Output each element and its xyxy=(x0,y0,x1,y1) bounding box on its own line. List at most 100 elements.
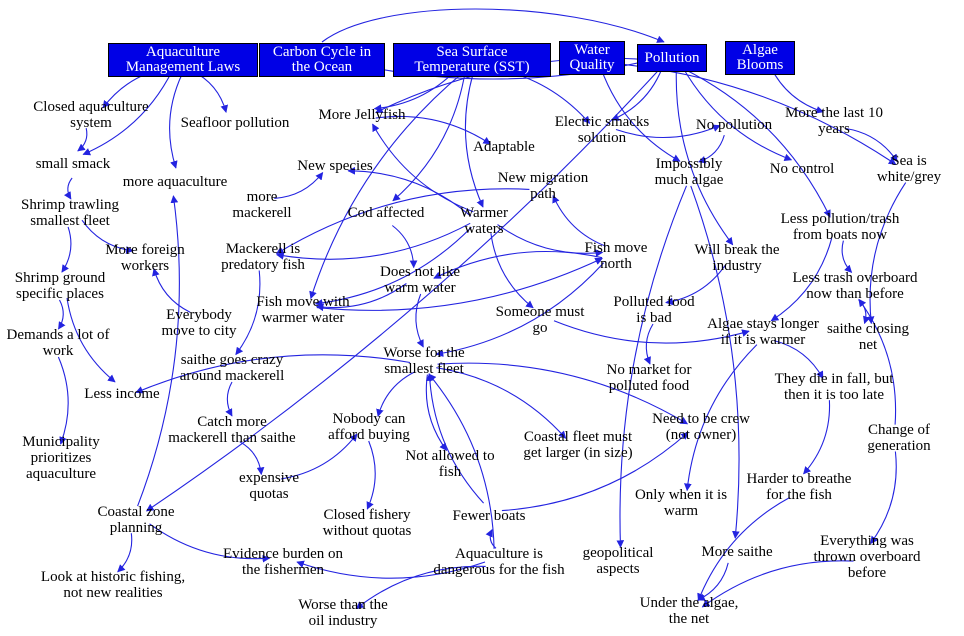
node-more-jellyfish: More Jellyfish xyxy=(318,107,406,123)
edge-aml-to-smallsmack xyxy=(82,69,174,156)
edge-impossibly-to-geopol xyxy=(616,185,688,548)
node-under-algae-net: Under the algae, the net xyxy=(639,595,739,627)
hub-aquaculture-management-laws: Aquaculture Management Laws xyxy=(108,43,258,77)
node-more-foreign-workers: More foreign workers xyxy=(105,242,185,274)
node-will-break-industry: Will break the industry xyxy=(694,242,780,274)
edge-lesspoll-to-algaelonger xyxy=(770,238,833,322)
node-no-market-polluted-food: No market for polluted food xyxy=(606,362,692,394)
node-algae-stays-longer: Algae stays longer if it is warmer xyxy=(707,316,819,348)
edge-fishwarmer-to-fishnorth xyxy=(316,257,603,311)
node-sea-white-grey: Sea is white/grey xyxy=(876,153,942,185)
node-more-aquaculture: more aquaculture xyxy=(122,174,228,190)
edge-moremack-to-newspecies xyxy=(274,171,324,199)
edge-jellyfish-to-adaptable xyxy=(375,115,491,145)
edge-carbon-arc xyxy=(321,8,665,43)
node-adaptable: Adaptable xyxy=(473,139,535,155)
node-mackerell-predatory: Mackerell is predatory fish xyxy=(221,241,305,273)
node-only-when-warm: Only when it is warm xyxy=(634,487,728,519)
node-saithe-crazy: saithe goes crazy around mackerell xyxy=(179,352,285,384)
node-coastal-fleet-larger: Coastal fleet must get larger (in size) xyxy=(523,429,633,461)
edge-pollution-to-nocontrol xyxy=(682,66,793,162)
edge-change-to-lesstrash xyxy=(858,298,897,425)
edge-fewer-to-needcrew xyxy=(501,431,689,512)
node-closed-aquaculture-system: Closed aquaculture system xyxy=(33,99,149,131)
hub-pollution: Pollution xyxy=(637,44,707,72)
node-municipality: Municipality prioritizes aquaculture xyxy=(22,434,100,482)
edge-warmer-to-newspecies xyxy=(347,166,472,217)
edge-codaff-to-notlike xyxy=(391,225,418,269)
edge-pollfood-to-nomarket xyxy=(643,323,654,365)
node-aquaculture-dangerous: Aquaculture is dangerous for the fish xyxy=(433,546,565,578)
edge-coastalzone-to-lookhist xyxy=(117,533,133,573)
node-look-historic-fishing: Look at historic fishing, not new realit… xyxy=(40,569,186,601)
node-more-mackerell: more mackerell xyxy=(232,189,292,221)
node-more-saithe: More saithe xyxy=(701,544,773,560)
node-less-income: Less income xyxy=(84,386,160,402)
edge-aqdanger-to-fewer xyxy=(485,528,497,549)
node-more-last-10-years: More the last 10 years xyxy=(785,105,883,137)
edge-worse-to-nobody xyxy=(376,371,416,417)
hub-sea-surface-temperature: Sea Surface Temperature (SST) xyxy=(393,43,551,77)
node-shrimp-ground: Shrimp ground specific places xyxy=(14,270,106,302)
edge-fewer-to-worse xyxy=(425,373,485,504)
hub-algae-blooms: Algae Blooms xyxy=(725,41,795,75)
edge-shrimpground-to-demands xyxy=(58,299,66,330)
edge-worse-to-needcrew xyxy=(437,362,689,425)
node-worse-smallest-fleet: Worse for the smallest fleet xyxy=(383,345,465,377)
node-electric-smacks-solution: Electric smacks solution xyxy=(554,114,650,146)
node-everybody-move-to-city: Everybody move to city xyxy=(161,307,237,339)
node-not-allowed-fish: Not allowed to fish xyxy=(405,448,495,480)
node-does-not-like-warm-water: Does not like warm water xyxy=(380,264,460,296)
edge-demands-to-municipality xyxy=(57,356,69,445)
edge-worse-to-lessincome xyxy=(135,354,411,394)
node-coastal-zone-planning: Coastal zone planning xyxy=(97,504,175,536)
node-catch-more-mackerell: Catch more mackerell than saithe xyxy=(168,414,296,446)
node-new-species: New species xyxy=(297,158,373,174)
node-less-pollution-trash: Less pollution/trash from boats now xyxy=(780,211,900,243)
edge-expensive-to-nobody xyxy=(281,433,358,480)
node-demands-work: Demands a lot of work xyxy=(6,327,110,359)
node-harder-breathe: Harder to breathe for the fish xyxy=(746,471,852,503)
edge-everybody-to-foreign xyxy=(152,268,191,313)
node-worse-than-oil: Worse than the oil industry xyxy=(298,597,388,629)
node-impossibly-much-algae: Impossibly much algae xyxy=(654,156,724,188)
node-cod-affected: Cod affected xyxy=(347,205,425,221)
edge-aqdanger-to-worse xyxy=(428,373,495,549)
edge-smallsmack-to-shrimptrawl xyxy=(63,177,73,200)
hub-carbon-cycle: Carbon Cycle in the Ocean xyxy=(259,43,385,77)
edge-coastalzone-to-moreaq xyxy=(137,195,180,507)
edge-nopoll-to-impossibly xyxy=(697,134,725,164)
edge-pollution-to-electric xyxy=(611,67,663,121)
node-fewer-boats: Fewer boats xyxy=(452,508,526,524)
node-no-control: No control xyxy=(769,161,835,177)
edge-someone-to-algaelonger xyxy=(553,320,750,344)
node-nobody-afford: Nobody can afford buying xyxy=(328,411,410,443)
edge-warmer-to-fishnorth xyxy=(497,224,604,257)
edge-newmig-to-mackpred xyxy=(275,188,530,255)
node-polluted-food-bad: Polluted food is bad xyxy=(613,294,695,326)
edge-warmer-to-someone xyxy=(490,233,534,309)
edge-sst-to-warmer xyxy=(464,73,484,208)
node-closed-fishery: Closed fishery without quotas xyxy=(322,507,412,539)
edge-pollution-to-willbreak xyxy=(675,71,734,246)
edge-catchmore-to-expensive xyxy=(239,441,265,476)
edge-more10-to-seawhite xyxy=(845,127,898,163)
edge-shrimptrawl-to-shrimpground xyxy=(61,226,72,273)
edge-notlike-to-worse xyxy=(415,293,424,348)
edge-change-to-everything xyxy=(870,451,897,545)
node-geopolitical-aspects: geopolitical aspects xyxy=(582,545,654,577)
edge-algaelonger-to-onlywarm xyxy=(684,344,758,492)
edge-sst-to-fishwarmer xyxy=(309,71,465,300)
node-they-die-in-fall: They die in fall, but then it is too lat… xyxy=(774,371,894,403)
edge-electric-to-nopoll xyxy=(615,124,721,139)
edge-fishnorth-to-newmig xyxy=(552,194,607,247)
node-less-trash-overboard: Less trash overboard now than before xyxy=(792,270,918,302)
edge-water-to-impossibly xyxy=(600,68,681,162)
edge-worse-to-coastalfleet xyxy=(436,367,567,439)
edge-willbreak-to-pollfood xyxy=(665,265,726,306)
edge-mackpred-to-saithecrazy xyxy=(235,270,261,356)
edge-saithecrazy-to-catchmore xyxy=(225,381,233,417)
edge-shrimptrawl-to-foreign xyxy=(81,219,134,254)
